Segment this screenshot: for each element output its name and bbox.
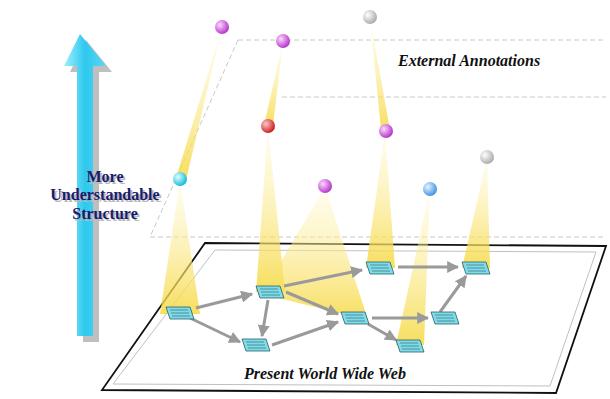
plane-title: External Annotations [398, 52, 540, 70]
plane-title: Present World Wide Web [244, 365, 406, 383]
web-pages [166, 262, 490, 352]
arrow-caption: More Understandable Structure [40, 168, 170, 223]
annotation-spheres [173, 10, 494, 196]
web-links [190, 267, 466, 345]
